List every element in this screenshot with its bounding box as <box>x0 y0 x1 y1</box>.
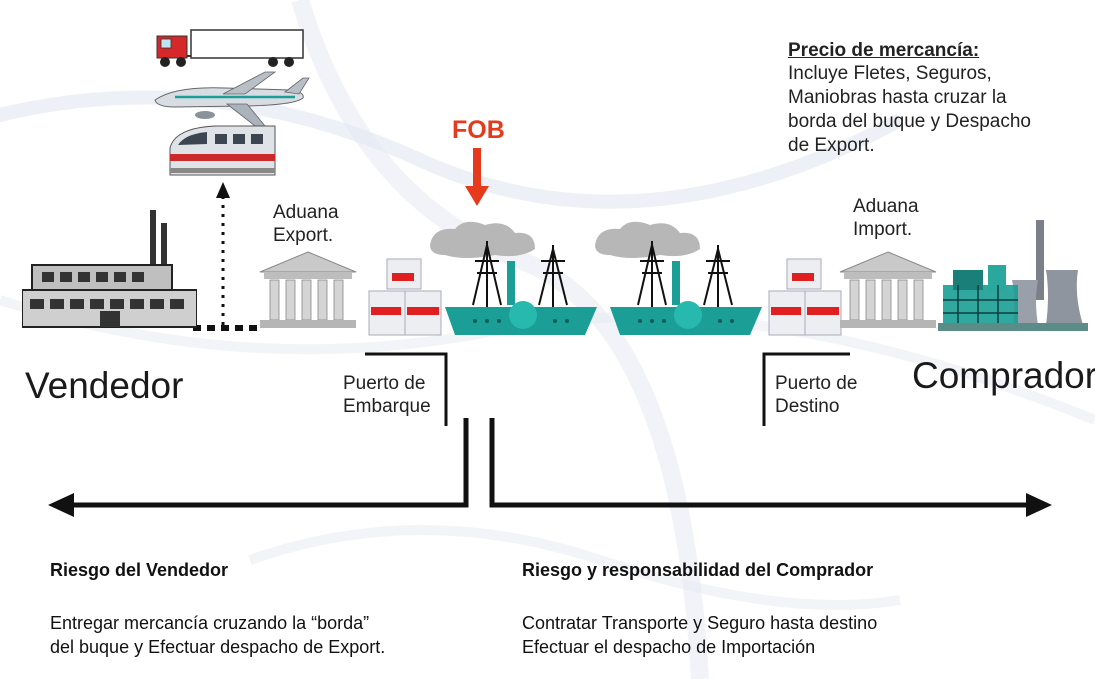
customs-export-label: Aduana Export. <box>273 202 339 246</box>
port-destination-bracket <box>762 352 850 426</box>
ship-destination-icon <box>595 221 762 335</box>
fob-down-arrow <box>465 148 489 206</box>
buyer-risk-arrow <box>489 418 1052 517</box>
ship-origin-icon <box>430 221 597 335</box>
buyer-label: Comprador <box>912 355 1095 396</box>
price-note-line: de Export. <box>788 135 875 156</box>
price-note-line: borda del buque y Despacho <box>788 111 1031 132</box>
fob-label: FOB <box>452 116 505 144</box>
price-note-line: Incluye Fletes, Seguros, <box>788 63 992 84</box>
customs-export-building-icon <box>259 251 357 328</box>
seller-factory-icon <box>22 210 197 328</box>
price-note: Precio de mercancía: Incluye Fletes, Seg… <box>788 40 1031 158</box>
port-origin-bracket <box>365 352 448 426</box>
seller-risk-title: Riesgo del Vendedor <box>50 560 229 580</box>
cargo-boxes-import-icon <box>768 258 842 336</box>
buyer-plant-icon <box>938 220 1088 331</box>
port-destination-label: Puerto de Destino <box>775 373 858 417</box>
cargo-boxes-export-icon <box>368 258 442 336</box>
buyer-risk-line: Efectuar el despacho de Importación <box>522 637 816 657</box>
transport-arrow <box>193 182 257 331</box>
buyer-risk-line: Contratar Transporte y Seguro hasta dest… <box>522 613 878 633</box>
port-origin-label: Puerto de Embarque <box>343 373 431 417</box>
seller-risk-line: del buque y Efectuar despacho de Export. <box>50 637 386 657</box>
seller-risk-block: Riesgo del Vendedor Entregar mercancía c… <box>50 560 385 659</box>
seller-risk-line: Entregar mercancía cruzando la “borda” <box>50 613 370 633</box>
price-note-title: Precio de mercancía: <box>788 40 980 61</box>
truck-icon <box>156 29 304 67</box>
airplane-icon <box>154 71 310 127</box>
train-icon <box>169 125 276 176</box>
transport-modes-group <box>154 29 310 176</box>
seller-label: Vendedor <box>25 365 184 406</box>
customs-import-label: Aduana Import. <box>853 196 919 240</box>
risk-arrows <box>48 418 1052 517</box>
seller-risk-arrow <box>48 418 469 517</box>
buyer-risk-title: Riesgo y responsabilidad del Comprador <box>522 560 874 580</box>
buyer-risk-block: Riesgo y responsabilidad del Comprador C… <box>522 560 877 659</box>
customs-import-building-icon <box>839 251 937 328</box>
price-note-line: Maniobras hasta cruzar la <box>788 87 1007 108</box>
